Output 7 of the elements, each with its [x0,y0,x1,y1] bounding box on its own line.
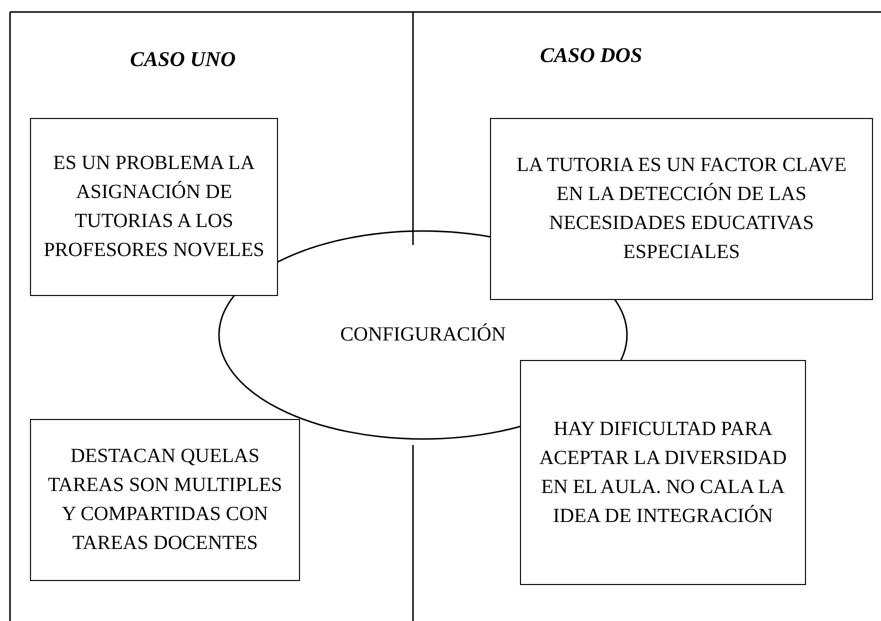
text-box: HAY DIFICULTAD PARA ACEPTAR LA DIVERSIDAD EN EL AULA. NO CALA LA IDEA DE INTEGRACIÓN [520,360,806,585]
text-box: ES UN PROBLEMA LA ASIGNACIÓN DE TUTORIAS A LOS PROFESORES NOVELES [30,118,278,296]
column-heading: CASO UNO [130,47,236,72]
column-heading: CASO DOS [540,43,642,68]
text-box: LA TUTORIA ES UN FACTOR CLAVE EN LA DETECCIÓN DE LAS NECESIDADES EDUCATIVAS ESPECIALES [490,118,873,300]
ellipse-label: CONFIGURACIÓN [339,324,507,346]
text-box: DESTACAN QUELAS TAREAS SON MULTIPLES Y COMPARTIDAS CON TAREAS DOCENTES [30,419,300,581]
